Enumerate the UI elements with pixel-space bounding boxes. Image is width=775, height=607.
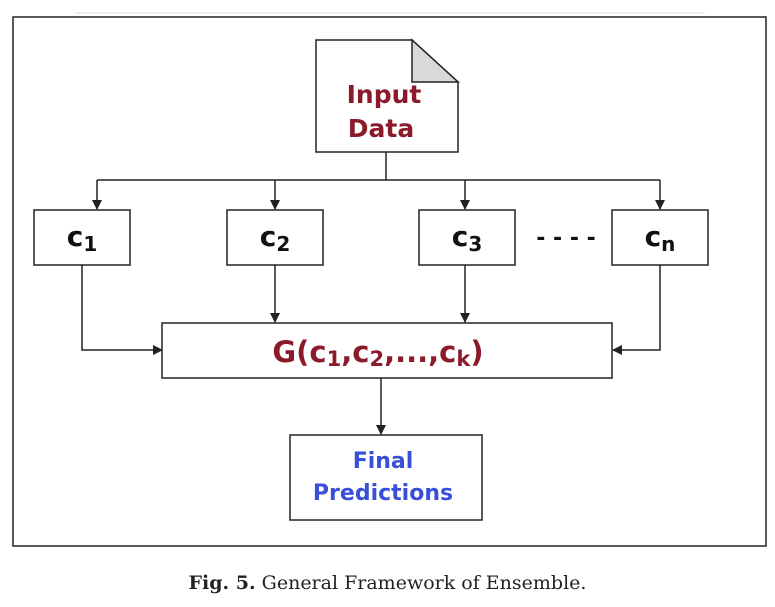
document-corner-fold	[411, 38, 460, 83]
output-label-line1: Final	[353, 449, 414, 474]
input-label-line1: Input	[347, 80, 422, 109]
output-node: Final Predictions	[289, 434, 483, 521]
classifier-label: c1	[67, 220, 98, 256]
classifier-c1: c1	[33, 209, 131, 266]
classifier-c2: c2	[226, 209, 324, 266]
classifier-label: c3	[452, 220, 483, 256]
arrow-c1-to-combiner	[81, 265, 163, 355]
arrow-cn-to-combiner	[612, 265, 661, 355]
input-data-node: Input Data	[315, 38, 460, 153]
combiner-label: G(c1,c2,...,ck)	[272, 335, 483, 371]
figure-number: Fig. 5.	[188, 572, 256, 594]
figure-caption-text: General Framework of Ensemble.	[261, 572, 587, 594]
output-label-line2: Predictions	[313, 481, 453, 506]
diagram-frame	[12, 16, 767, 547]
classifier-cn: cn	[611, 209, 709, 266]
classifier-ellipsis: - - - -	[536, 226, 596, 251]
classifier-label: c2	[260, 220, 291, 256]
input-label-line2: Data	[348, 114, 414, 143]
classifier-label: cn	[645, 220, 676, 256]
input-connectors	[92, 152, 665, 210]
combiner-connectors	[81, 265, 661, 355]
classifier-c3: c3	[418, 209, 516, 266]
figure-caption: Fig. 5. General Framework of Ensemble.	[0, 572, 775, 594]
combiner-node: G(c1,c2,...,ck)	[161, 322, 613, 379]
